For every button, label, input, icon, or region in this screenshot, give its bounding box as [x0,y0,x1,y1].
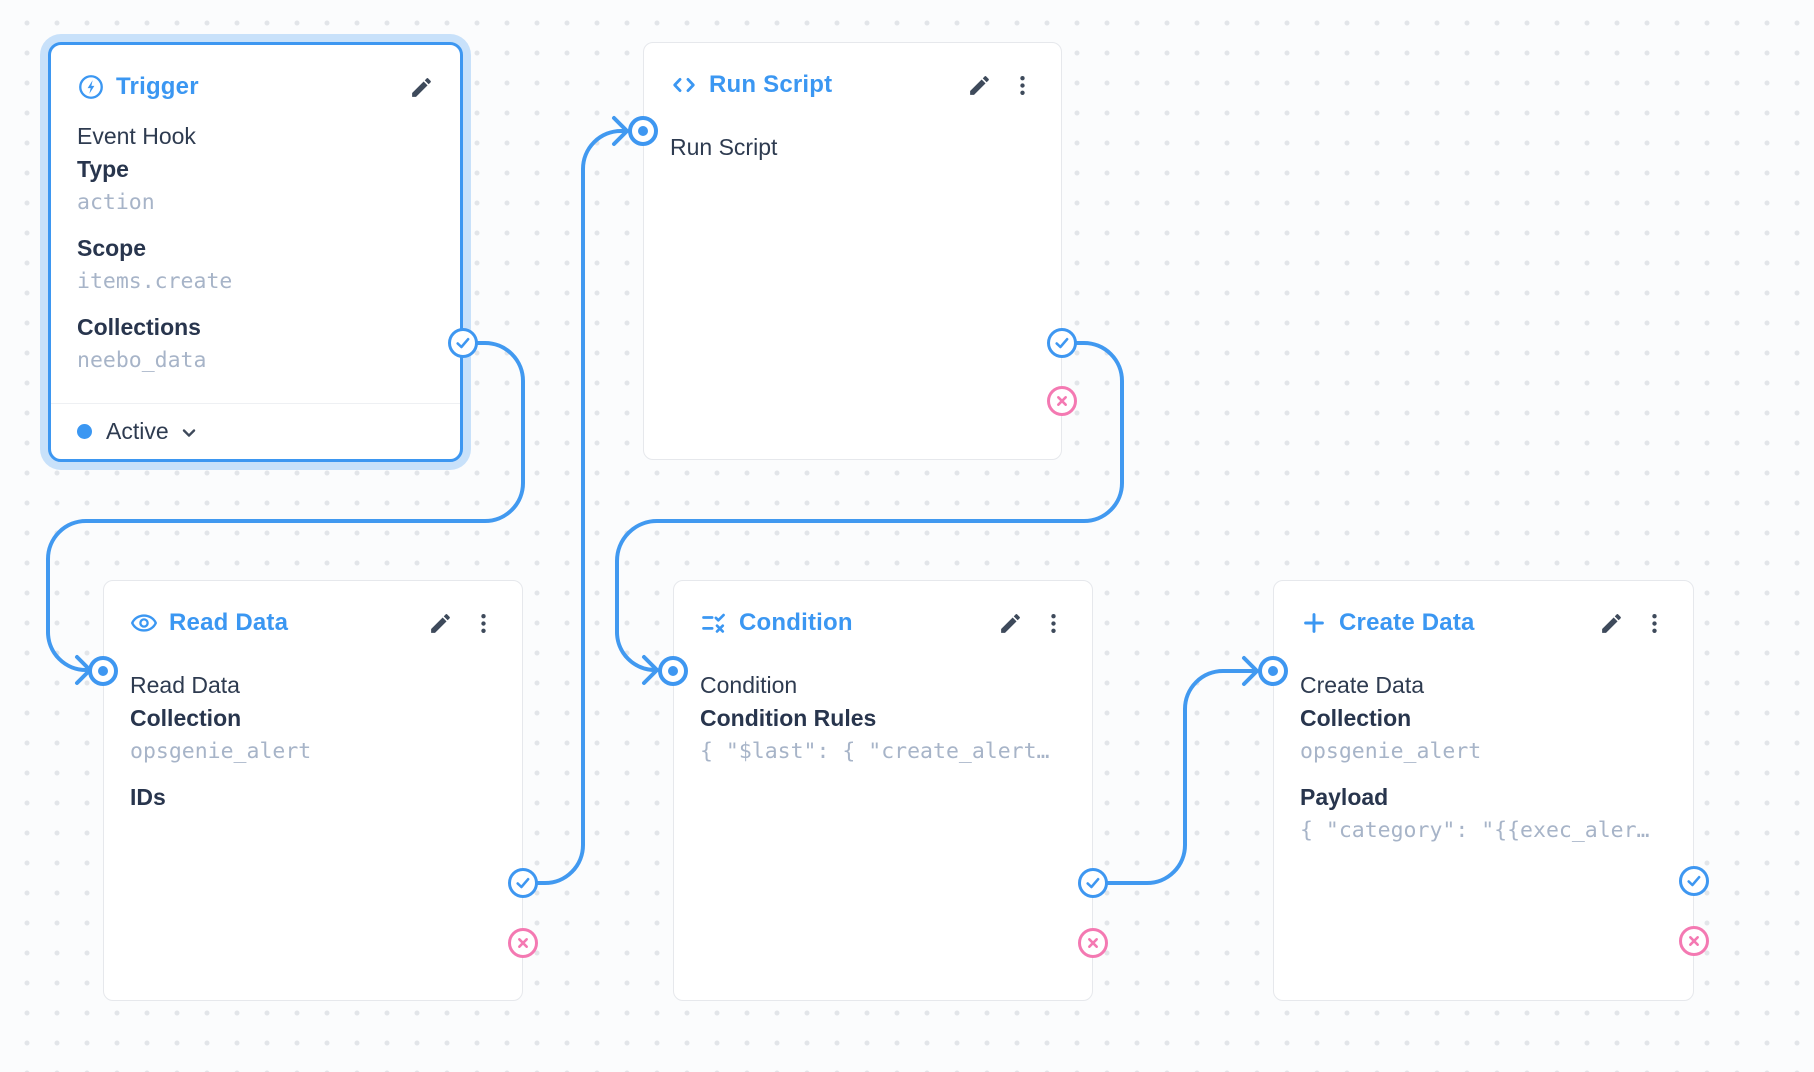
run-script-resolve-connector[interactable] [1047,328,1077,358]
field-label: Payload [1300,784,1389,810]
more-menu-icon[interactable] [1009,72,1035,98]
read-data-node[interactable]: Read Data Read Data Collection opsgenie_… [103,580,523,1001]
trigger-resolve-connector[interactable] [448,328,478,358]
code-icon [670,71,698,99]
rule-icon [700,609,728,637]
status-toggle[interactable]: Active [51,403,460,459]
input-label: Run Script [670,134,778,160]
input-label: Create Data [1300,672,1425,698]
create-data-node[interactable]: Create Data Create Data Collection opsge… [1273,580,1694,1001]
check-icon [1055,337,1069,349]
eye-icon [130,609,158,637]
field-label: Collections [77,314,201,340]
more-menu-icon[interactable] [1641,610,1667,636]
chevron-down-icon [182,429,195,437]
field-label: Collection [130,705,242,731]
field-value: neebo_data [77,348,207,373]
field-value: action [77,190,155,215]
check-icon [456,337,470,349]
create-data-reject-connector[interactable] [1679,926,1709,956]
field-value: opsgenie_alert [130,739,312,764]
status-dot [77,424,92,439]
create-data-resolve-connector[interactable] [1679,866,1709,896]
input-label: Condition [700,672,798,698]
run-script-reject-connector[interactable] [1047,386,1077,416]
condition-reject-connector[interactable] [1078,928,1108,958]
x-icon [1088,938,1098,948]
edit-icon[interactable] [408,74,434,100]
edit-icon[interactable] [997,610,1023,636]
node-title: Create Data [1339,609,1475,636]
trigger-subtitle: Event Hook [77,123,196,149]
field-value: { "category": "{{exec_aler… [1300,818,1650,843]
condition-input-connector[interactable] [658,656,688,686]
more-menu-icon[interactable] [1040,610,1066,636]
arrowhead-icon [612,116,629,146]
arrowhead-icon [1242,656,1259,686]
x-icon [518,938,528,948]
node-title: Run Script [709,71,833,98]
condition-resolve-connector[interactable] [1078,868,1108,898]
bolt-circle-icon [77,73,105,101]
condition-node[interactable]: Condition Condition Condition Rules { "$… [673,580,1093,1001]
field-value: items.create [77,269,233,294]
plus-icon [1300,609,1328,637]
edge-condition-to-create-data [1091,656,1259,885]
field-label: Condition Rules [700,705,877,731]
check-icon [516,877,530,889]
read-data-reject-connector[interactable] [508,928,538,958]
create-data-input-connector[interactable] [1258,656,1288,686]
field-label: Collection [1300,705,1412,731]
input-label: Read Data [130,672,240,698]
field-label: Type [77,156,129,182]
edge-run-script-to-condition [615,341,1124,685]
edge-read-data-to-run-script [521,116,629,885]
run-script-node[interactable]: Run Script Run Script [643,42,1062,460]
read-data-input-connector[interactable] [88,656,118,686]
field-value: opsgenie_alert [1300,739,1482,764]
check-icon [1086,877,1100,889]
more-menu-icon[interactable] [470,610,496,636]
edit-icon[interactable] [966,72,992,98]
status-label: Active [106,418,169,444]
field-value: { "$last": { "create_alert… [700,739,1050,764]
check-icon [1687,875,1701,887]
read-data-resolve-connector[interactable] [508,868,538,898]
node-title: Trigger [116,73,199,100]
field-label: IDs [130,784,166,810]
node-title: Condition [739,609,853,636]
trigger-node[interactable]: Trigger Event Hook Type action Scope ite… [48,42,463,462]
x-icon [1057,396,1067,406]
node-title: Read Data [169,609,289,636]
arrowhead-icon [642,655,659,685]
edit-icon[interactable] [1598,610,1624,636]
edit-icon[interactable] [427,610,453,636]
run-script-input-connector[interactable] [628,116,658,146]
field-label: Scope [77,235,147,261]
x-icon [1689,936,1699,946]
